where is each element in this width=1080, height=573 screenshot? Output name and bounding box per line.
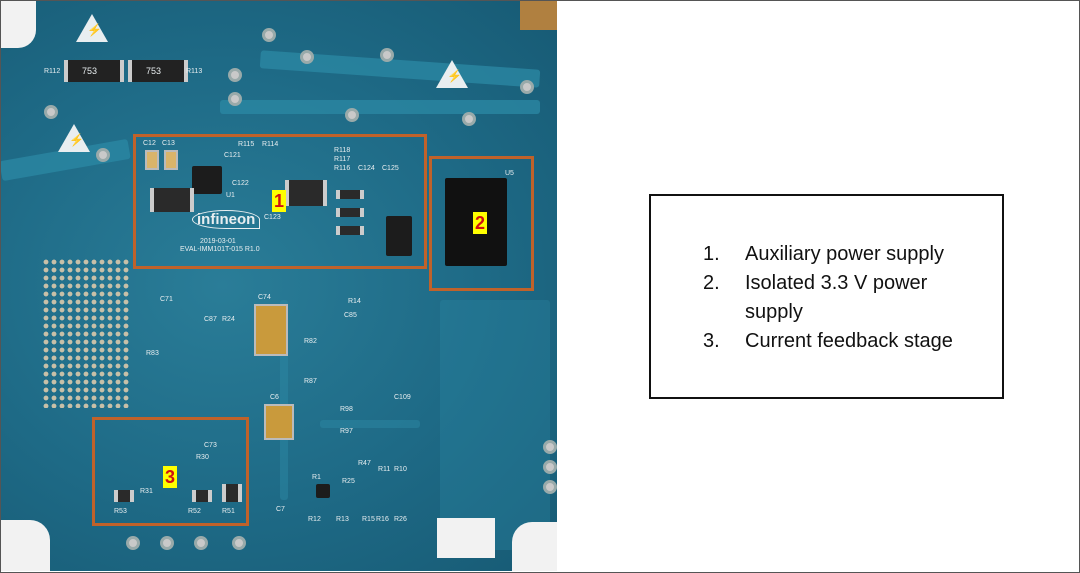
- capacitor-c74: [254, 304, 288, 356]
- high-voltage-warning-icon: [76, 14, 108, 42]
- resistor-r112: [64, 60, 124, 82]
- legend-item: 3.Current feedback stage: [703, 330, 953, 352]
- ic-u1: [192, 166, 222, 194]
- legend-list: 1.Auxiliary power supply 2.Isolated 3.3 …: [703, 240, 985, 356]
- pcb-photo: 753 753 R112 R113 C12 C13 U1 R115 R114 C…: [0, 0, 557, 571]
- resistor-r113: [128, 60, 188, 82]
- highlight-box-2: [429, 156, 534, 291]
- voltage-regulator: [386, 216, 412, 256]
- prototype-area: [42, 258, 130, 408]
- legend-item: 2.Isolated 3.3 V power supply: [703, 272, 928, 323]
- legend-item: 1.Auxiliary power supply: [703, 243, 944, 265]
- capacitor-c6: [264, 404, 294, 440]
- high-voltage-warning-icon: [58, 124, 90, 152]
- region-tag-3: 3: [163, 466, 178, 488]
- connector: [520, 0, 557, 30]
- region-tag-1: 1: [272, 190, 287, 212]
- standoff: [0, 0, 36, 48]
- diode-d1: [150, 188, 194, 212]
- label-sticker: [437, 518, 495, 558]
- diode: [285, 180, 327, 206]
- high-voltage-warning-icon: [436, 60, 468, 88]
- highlight-box-1: [133, 134, 427, 269]
- region-tag-2: 2: [473, 212, 488, 234]
- standoff: [0, 520, 50, 571]
- standoff: [512, 522, 557, 571]
- legend-box: 1.Auxiliary power supply 2.Isolated 3.3 …: [649, 194, 1004, 399]
- highlight-box-3: [92, 417, 249, 526]
